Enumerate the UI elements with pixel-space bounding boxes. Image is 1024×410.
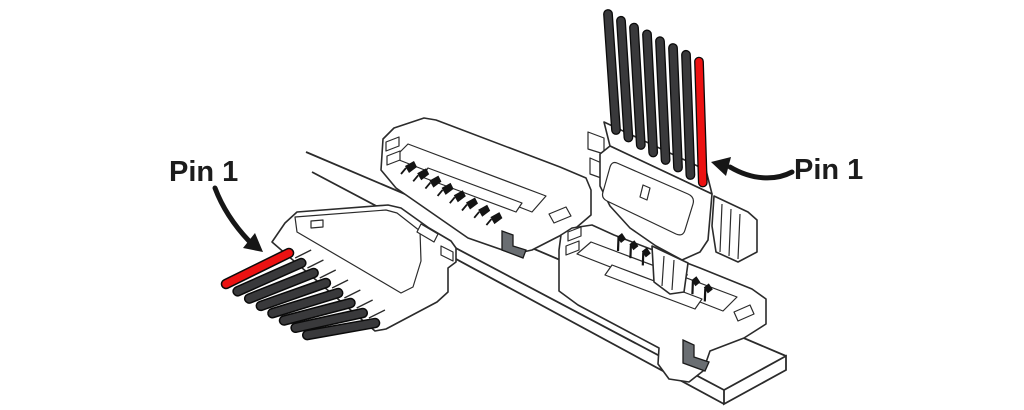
plug-right-wing-ridges	[719, 203, 741, 260]
plug-right-side-wing	[711, 195, 758, 263]
receptacle-bottom-slot-lower	[565, 240, 580, 256]
pin1-annotation-right: Pin 1	[711, 154, 863, 186]
pin1-annotation-left: Pin 1	[169, 156, 263, 252]
plug-right-latch-panel	[601, 161, 695, 236]
pin1-label-left: Pin 1	[169, 156, 238, 188]
plug-right	[587, 9, 758, 295]
receptacle-bottom-end-slot	[733, 304, 755, 322]
plug-left-boot-top	[294, 209, 422, 294]
board-end-face	[723, 354, 787, 406]
plug-left	[220, 204, 457, 341]
receptacle-middle-slot-upper	[385, 136, 400, 152]
plug-right-latch-slot	[639, 184, 651, 201]
pin1-arrowhead-right	[711, 157, 731, 176]
pin1-arrow-left	[212, 185, 252, 244]
receptacle-middle-end-slot	[548, 206, 572, 224]
plug-left-latch-tab	[416, 223, 439, 243]
plug-left-pocket-dividers	[294, 249, 386, 319]
receptacle-bottom-slot-upper	[567, 226, 582, 242]
receptacle-middle-solder-bracket	[501, 230, 527, 259]
plug-right-bottom-ridges	[661, 255, 675, 291]
pin1-arrowhead-left	[243, 233, 263, 252]
plug-left-side-tab	[440, 245, 454, 262]
pin1-arrow-right	[727, 164, 795, 181]
pin1-label-right: Pin 1	[794, 154, 863, 186]
plug-left-boot-hole	[310, 219, 324, 229]
plug-right-wires	[603, 9, 708, 188]
receptacle-middle	[380, 117, 592, 259]
plug-left-wires	[220, 247, 381, 341]
receptacle-bottom-solder-bracket	[682, 338, 710, 372]
plug-right-bottom-latch	[651, 245, 689, 295]
receptacle-middle-slot-lower	[386, 150, 401, 166]
plug-right-ear-upper	[587, 131, 605, 155]
receptacle-middle-pins	[400, 161, 503, 226]
